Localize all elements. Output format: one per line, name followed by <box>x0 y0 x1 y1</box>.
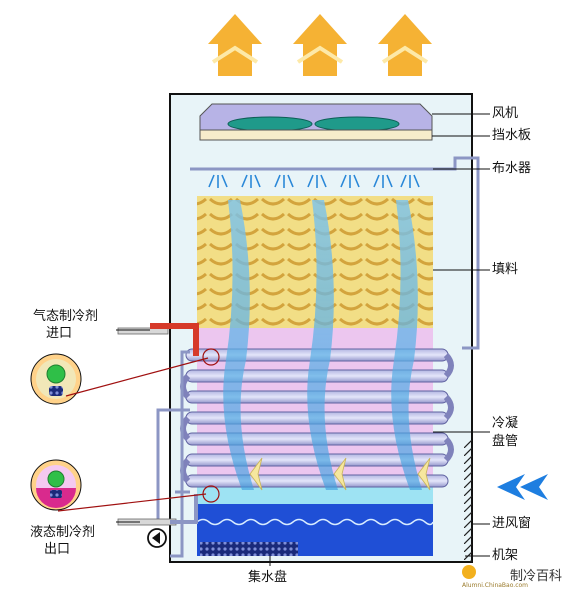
basin-strainer <box>200 542 298 556</box>
exhaust-arrow-icon <box>208 14 262 76</box>
coil-section-gas-icon <box>30 353 82 405</box>
gas-refrigerant-inlet-pipe <box>117 323 199 356</box>
label-gas-inlet-line2: 进口 <box>46 326 73 341</box>
callout-ring-liquid <box>202 485 220 503</box>
label-condensing-coil-line2: 盘管 <box>492 434 519 449</box>
coil-return-bend <box>443 352 454 379</box>
callout-ring-gas <box>202 348 220 366</box>
airflow-chevrons <box>249 457 431 491</box>
coil-return-bend <box>443 394 454 421</box>
coil-return-bend <box>443 436 454 463</box>
coil-section-liquid-icon <box>30 459 82 511</box>
label-fill: 填料 <box>492 262 519 277</box>
label-liquid-outlet-line1: 液态制冷剂 <box>30 525 96 540</box>
drift-eliminator <box>199 129 433 141</box>
label-liquid-outlet-line2: 出口 <box>44 542 71 557</box>
watermark-logo <box>462 564 476 580</box>
label-water-basin: 集水盘 <box>248 570 288 585</box>
label-air-inlet-louver: 进风窗 <box>492 516 532 531</box>
watermark-url: Alumni.ChinaBao.com <box>462 582 529 589</box>
water-basin <box>196 504 434 556</box>
water-streams <box>223 200 422 490</box>
pump-icon <box>147 528 167 548</box>
watermark-site: 制冷百科 <box>510 569 563 584</box>
label-fan: 风机 <box>492 106 519 121</box>
label-water-distributor: 布水器 <box>492 161 532 176</box>
watermark-badge-icon <box>462 565 476 579</box>
callout-line-liquid <box>57 493 207 512</box>
fan <box>199 103 433 132</box>
callout-line-gas <box>65 357 209 397</box>
exhaust-arrow-icon <box>293 14 347 76</box>
label-frame: 机架 <box>492 548 519 563</box>
air-inlet-arrow-icon <box>497 474 548 500</box>
label-condensing-coil-line1: 冷凝 <box>492 416 519 431</box>
exhaust-air-arrows <box>208 14 432 76</box>
exhaust-arrow-icon <box>378 14 432 76</box>
water-distributor <box>197 167 433 188</box>
label-drift-eliminator: 挡水板 <box>492 128 532 143</box>
leader-lines <box>116 113 490 566</box>
air-inlet-louver <box>464 440 472 562</box>
label-gas-inlet-line1: 气态制冷剂 <box>33 309 99 324</box>
